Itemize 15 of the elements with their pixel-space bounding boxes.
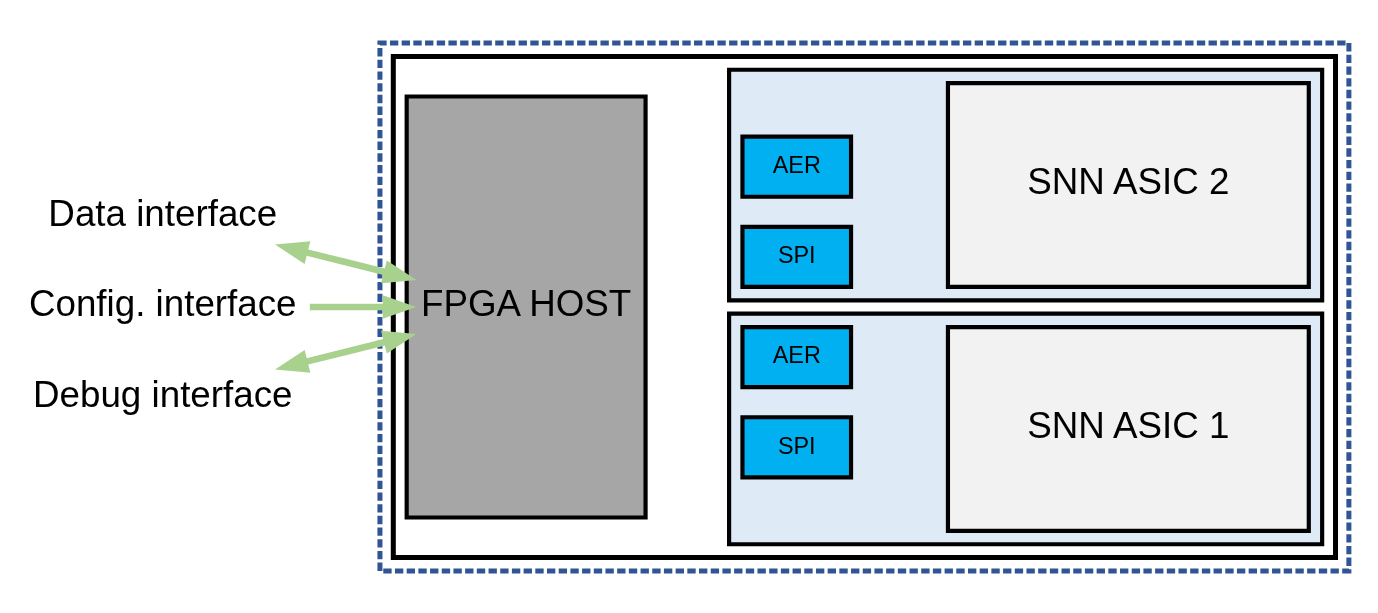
node-text: Debug interface [33, 373, 293, 415]
node-box: AER [740, 324, 854, 389]
node-box: SPI [740, 414, 854, 479]
node-text: Config. interface [28, 282, 297, 324]
node-box: SPI [740, 224, 854, 289]
cluster [727, 311, 1325, 546]
node-text: Data interface [48, 192, 278, 234]
arrow [309, 294, 417, 319]
arrow [275, 240, 417, 283]
arrow [275, 330, 417, 373]
node-box: AER [740, 134, 854, 199]
cluster [727, 67, 1325, 302]
node-box: SNN ASIC 1 [945, 324, 1311, 533]
node-box: SNN ASIC 2 [945, 80, 1311, 289]
node-box: FPGA HOST [404, 93, 648, 520]
